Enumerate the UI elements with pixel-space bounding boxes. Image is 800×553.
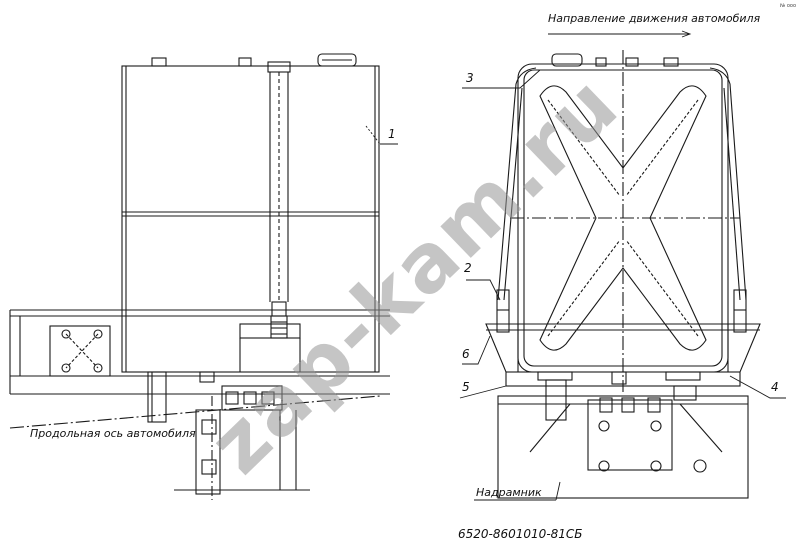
callout-4: 4 <box>771 380 779 394</box>
tank-side-view <box>9 53 390 500</box>
callout-3: 3 <box>466 71 474 85</box>
direction-caption: Направление движения автомобиля <box>548 12 761 25</box>
longitudinal-axis-caption: Продольная ось автомобиля <box>30 427 196 440</box>
tank-end-view <box>485 50 761 499</box>
callout-2: 2 <box>464 261 472 275</box>
corner-mark: № ооо <box>780 3 796 9</box>
subframe-caption: Надрамник <box>476 486 542 499</box>
callout-6: 6 <box>462 347 470 361</box>
callout-1: 1 <box>388 127 396 141</box>
leader-lines <box>365 30 786 501</box>
callout-5: 5 <box>462 380 470 394</box>
drawing-code: 6520-8601010-81СБ <box>458 527 583 541</box>
